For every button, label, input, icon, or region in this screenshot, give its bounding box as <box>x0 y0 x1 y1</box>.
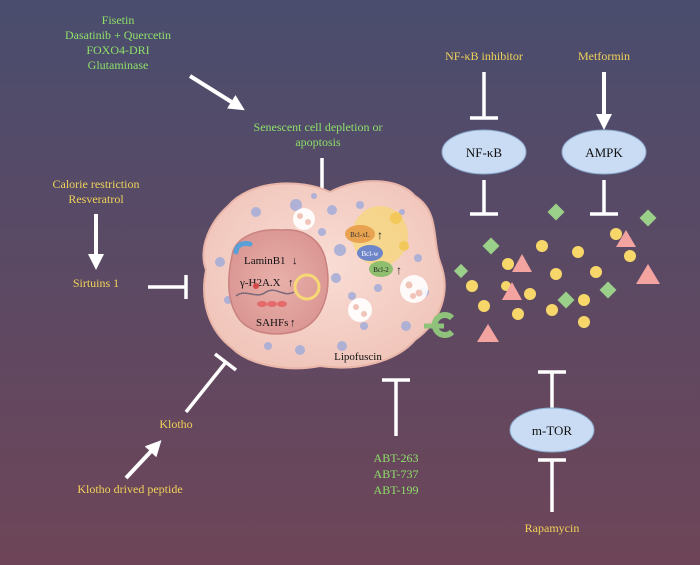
ampk-node-label: AMPK <box>585 145 623 160</box>
arrow-drugs-to-depletion <box>188 74 245 111</box>
rapamycin-label: Rapamycin <box>525 521 580 535</box>
ampk-node <box>561 129 647 175</box>
gamma-h2ax-up-arrow: ↑ <box>288 277 294 289</box>
nfkb-inhibitor-label: NF-κB inhibitor <box>445 49 523 63</box>
svg-text:Senescent cell depletion or: Senescent cell depletion or <box>254 120 383 134</box>
senescent-cell: Bcl-xL ↑ Bcl-w Bcl-2 ↑ LaminB1 ↓ γ-H2A.X… <box>202 180 455 370</box>
bcl-xl-shape <box>345 225 375 243</box>
sahf-foci <box>257 301 287 307</box>
sasp-factors <box>453 203 660 342</box>
klotho-peptide-label: Klotho drived peptide <box>77 482 182 496</box>
bcl-xl-up-arrow: ↑ <box>377 228 383 242</box>
nfkb-node <box>441 129 527 175</box>
bcl-2-label: Bcl-2 <box>373 266 389 274</box>
inhibit-klotho-stem <box>184 360 228 414</box>
senolytic-drug-list: Fisetin Dasatinib + Quercetin FOXO4-DRI … <box>65 13 171 72</box>
mtor-node <box>509 407 595 453</box>
lipofuscin-granules <box>293 208 428 322</box>
calorie-restriction-label: Calorie restriction Resveratrol <box>53 177 140 206</box>
arrow-peptide-to-klotho <box>124 440 162 480</box>
nucleus-envelope <box>228 229 329 335</box>
dna-strand <box>235 289 295 297</box>
bcl-xl-label: Bcl-xL <box>350 231 370 239</box>
bcl-2-up-arrow: ↑ <box>396 263 402 277</box>
nfkb-node-label: NF-κB <box>466 145 502 160</box>
drug-dasatinib-quercetin: Dasatinib + Quercetin <box>65 28 171 42</box>
nuclear-ring <box>293 273 321 301</box>
damage-star <box>253 283 259 289</box>
sahfs-label: SAHFs <box>256 317 288 329</box>
svg-text:Calorie restriction: Calorie restriction <box>53 177 140 191</box>
svg-text:ABT-263: ABT-263 <box>374 451 419 465</box>
abt-drug-list: ABT-263 ABT-737 ABT-199 <box>374 451 419 497</box>
drug-foxo4-dri: FOXO4-DRI <box>86 43 149 57</box>
svg-text:Resveratrol: Resveratrol <box>68 192 124 206</box>
laminb1-mark <box>233 241 253 255</box>
senescent-depletion-label: Senescent cell depletion or apoptosis <box>254 120 383 149</box>
mtor-node-label: m-TOR <box>532 423 573 438</box>
laminb1-label: LaminB1 <box>244 255 286 267</box>
bcl-w-label: Bcl-w <box>361 250 379 258</box>
lipofuscin-label: Lipofuscin <box>334 351 382 363</box>
gamma-h2ax-label: γ-H2A.X <box>239 277 281 289</box>
svg-text:ABT-199: ABT-199 <box>374 483 419 497</box>
sirtuins-label: Sirtuins 1 <box>73 276 119 290</box>
nucleus: LaminB1 ↓ γ-H2A.X ↑ SAHFs ↑ <box>228 229 329 335</box>
svg-text:ABT-737: ABT-737 <box>374 467 419 481</box>
bcl-w-shape <box>357 245 383 261</box>
sahfs-up-arrow: ↑ <box>290 317 296 329</box>
drug-fisetin: Fisetin <box>102 13 135 27</box>
bcl-2-shape <box>369 261 393 277</box>
metformin-label: Metformin <box>578 49 630 63</box>
bcl-cluster: Bcl-xL ↑ Bcl-w Bcl-2 ↑ <box>345 206 409 277</box>
klotho-label: Klotho <box>159 417 192 431</box>
laminb1-down-arrow: ↓ <box>292 255 298 267</box>
inhibit-klotho-bar <box>213 352 238 372</box>
drug-glutaminase: Glutaminase <box>88 58 149 72</box>
svg-text:apoptosis: apoptosis <box>295 135 341 149</box>
